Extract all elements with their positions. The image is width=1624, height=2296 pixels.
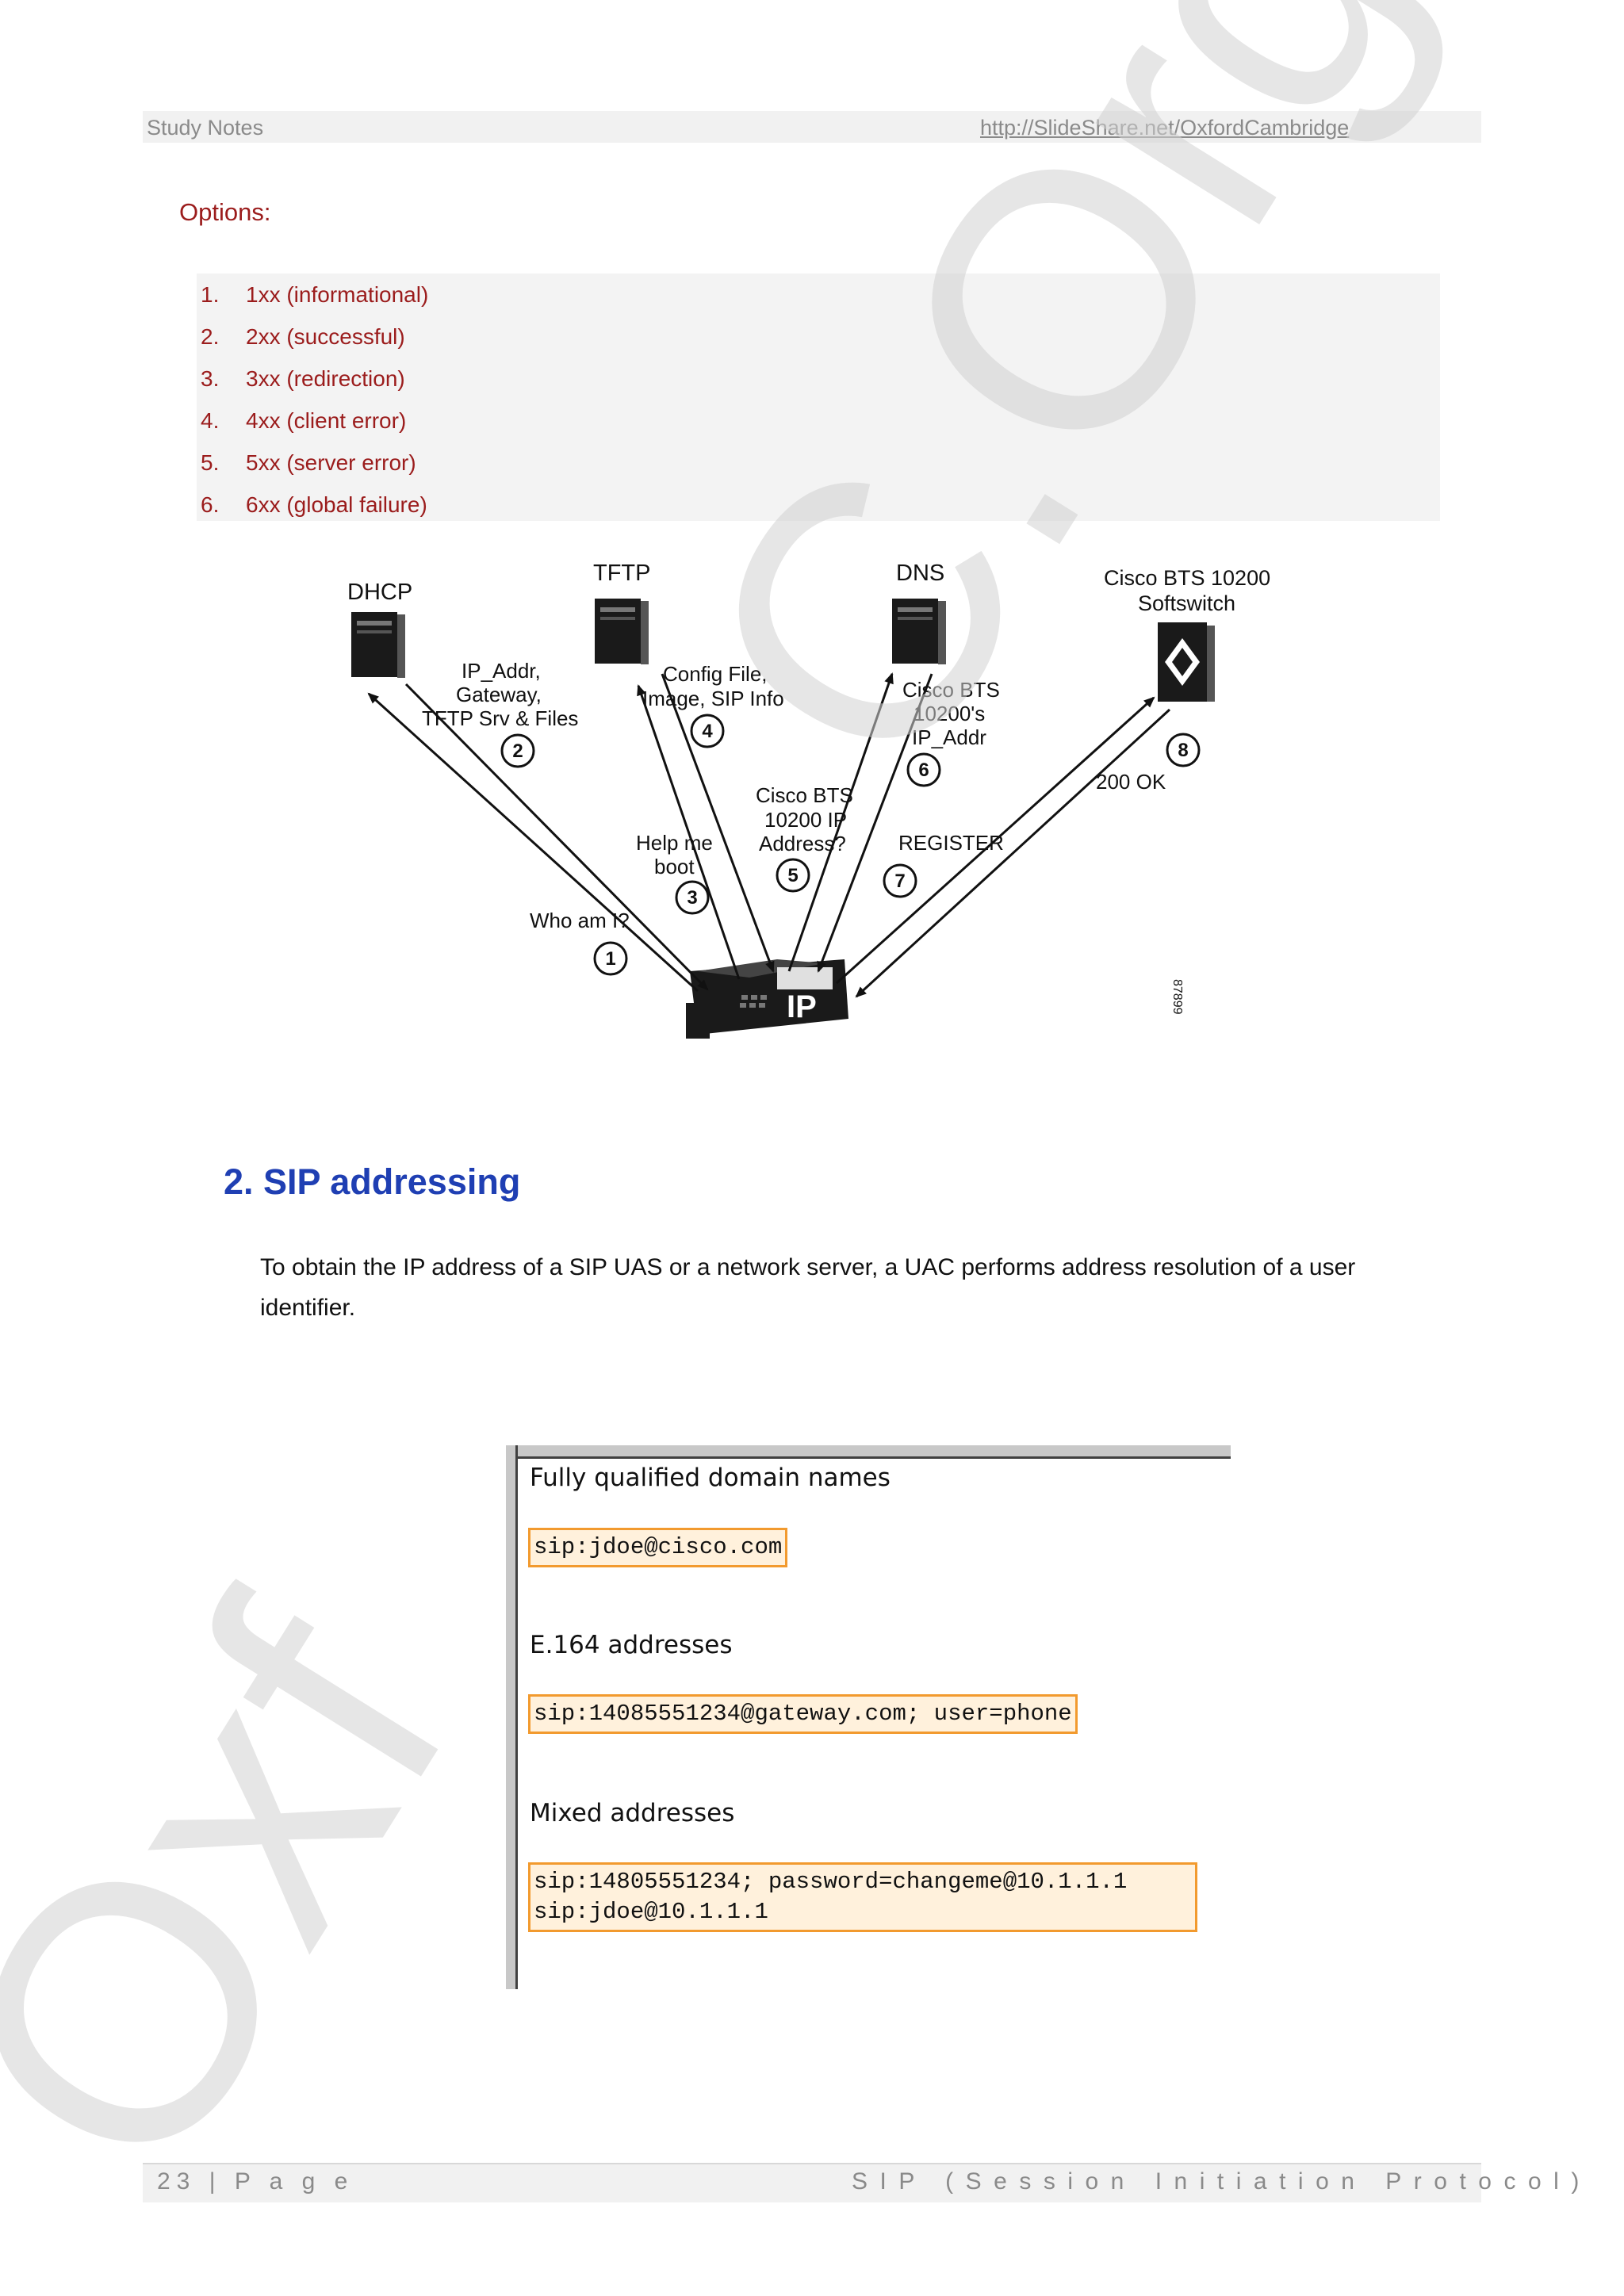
e164-example: sip:14085551234@gateway.com; user=phone bbox=[528, 1694, 1078, 1734]
arrow-step-4 bbox=[661, 673, 775, 973]
sip-boot-diagram: IP DHCP TFTP DNS Cisco BTS 10200 Softswi… bbox=[222, 527, 1332, 1098]
header-link[interactable]: http://SlideShare.net/OxfordCambridge bbox=[980, 116, 1350, 140]
header-band bbox=[143, 111, 1481, 143]
mixed-example-1: sip:14805551234; password=changeme@10.1.… bbox=[534, 1869, 1128, 1895]
arrow-step-3 bbox=[637, 684, 741, 980]
mixed-example-2: sip:jdoe@10.1.1.1 bbox=[534, 1899, 768, 1925]
step1-label: Who am I? bbox=[530, 909, 630, 932]
step-number: 8 bbox=[1178, 740, 1188, 761]
step2-label-line2: Gateway, bbox=[456, 683, 542, 706]
tftp-server-icon bbox=[595, 599, 649, 664]
step8-label: 200 OK bbox=[1096, 770, 1166, 794]
arrow-step-6 bbox=[817, 673, 933, 973]
list-item-number: 5. bbox=[201, 450, 220, 475]
fqdn-example: sip:jdoe@cisco.com bbox=[528, 1528, 788, 1567]
dhcp-label: DHCP bbox=[347, 580, 412, 605]
fqdn-heading: Fully qualified domain names bbox=[530, 1464, 891, 1492]
softswitch-label-line1: Cisco BTS 10200 bbox=[1104, 566, 1270, 590]
step3-label-line2: boot bbox=[654, 855, 695, 878]
footer-band bbox=[143, 2163, 1481, 2202]
ip-phone-icon: IP bbox=[686, 959, 848, 1039]
step-number: 2 bbox=[512, 740, 523, 762]
options-heading: Options: bbox=[179, 198, 271, 226]
list-item-label: 3xx (redirection) bbox=[246, 365, 405, 391]
step4-label-line1: Config File, bbox=[663, 662, 768, 686]
list-item-label: 2xx (successful) bbox=[246, 323, 405, 349]
step7-label: REGISTER bbox=[898, 831, 1004, 855]
list-item-number: 1. bbox=[201, 281, 220, 307]
step4-label-line2: Image, SIP Info bbox=[642, 687, 784, 710]
dns-server-icon bbox=[892, 599, 946, 664]
tftp-label: TFTP bbox=[593, 561, 651, 586]
arrow-step-7 bbox=[835, 696, 1155, 985]
arrow-step-5 bbox=[787, 672, 894, 972]
step-number: 7 bbox=[894, 871, 905, 892]
list-item-label: 4xx (client error) bbox=[246, 408, 407, 433]
header-left-text: Study Notes bbox=[147, 116, 264, 140]
step-circle bbox=[883, 863, 917, 898]
page-number: 23 | P a g e bbox=[157, 2168, 354, 2195]
step6-label-line2: 10200's bbox=[914, 702, 985, 725]
dhcp-server-icon bbox=[351, 612, 405, 678]
step-number: 5 bbox=[787, 865, 798, 886]
list-item-label: 5xx (server error) bbox=[246, 450, 416, 475]
phone-label: IP bbox=[787, 989, 817, 1024]
step-circle bbox=[1166, 733, 1201, 767]
list-item-number: 4. bbox=[201, 408, 220, 433]
step3-label-line1: Help me bbox=[636, 831, 713, 855]
step-circle bbox=[776, 858, 810, 893]
options-list: 1. 1xx (informational) 2. 2xx (successfu… bbox=[197, 274, 1440, 521]
e164-heading: E.164 addresses bbox=[530, 1631, 733, 1659]
footer-doc-title: SIP (Session Initiation Protocol) bbox=[852, 2168, 1591, 2195]
list-item-number: 3. bbox=[201, 365, 220, 391]
list-item-label: 6xx (global failure) bbox=[246, 492, 427, 517]
step-circle bbox=[593, 941, 628, 976]
watermark-bottom: Oxf bbox=[0, 1543, 524, 2241]
arrow-step-8 bbox=[855, 708, 1171, 998]
step-number: 3 bbox=[687, 887, 697, 909]
section-body: To obtain the IP address of a SIP UAS or… bbox=[260, 1254, 1356, 1321]
step5-label-line2: 10200 IP bbox=[764, 808, 847, 832]
step2-label-line1: IP_Addr, bbox=[462, 659, 541, 683]
step2-label-line3: TFTP Srv & Files bbox=[422, 706, 578, 730]
step6-label-line3: IP_Addr bbox=[912, 725, 986, 749]
step-circle bbox=[500, 733, 535, 768]
step5-label-line1: Cisco BTS bbox=[756, 783, 853, 807]
dns-label: DNS bbox=[896, 561, 944, 586]
step-number: 4 bbox=[702, 721, 713, 742]
figure-id-label: 87899 bbox=[1170, 979, 1184, 1015]
softswitch-label-line2: Softswitch bbox=[1138, 591, 1235, 615]
arrow-step-2 bbox=[404, 683, 709, 991]
step6-label-line1: Cisco BTS bbox=[902, 678, 1000, 702]
step-circle bbox=[690, 714, 725, 748]
panel-frame-top bbox=[506, 1445, 1231, 1459]
panel-frame-left bbox=[506, 1445, 518, 1989]
step-circle bbox=[906, 752, 941, 787]
sip-address-examples-panel: Fully qualified domain names sip:jdoe@ci… bbox=[506, 1445, 1231, 1989]
list-item-label: 1xx (informational) bbox=[246, 281, 429, 307]
list-item-number: 6. bbox=[201, 492, 220, 517]
step5-label-line3: Address? bbox=[759, 832, 846, 855]
step-number: 6 bbox=[918, 760, 929, 781]
mixed-heading: Mixed addresses bbox=[530, 1799, 735, 1827]
step-number: 1 bbox=[605, 948, 615, 970]
softswitch-icon bbox=[1158, 622, 1215, 702]
arrow-step-1 bbox=[367, 692, 699, 993]
mixed-examples: sip:14805551234; password=changeme@10.1.… bbox=[528, 1862, 1197, 1932]
list-item-number: 2. bbox=[201, 323, 220, 349]
section-title: 2. SIP addressing bbox=[224, 1161, 521, 1202]
step-circle bbox=[675, 880, 710, 915]
